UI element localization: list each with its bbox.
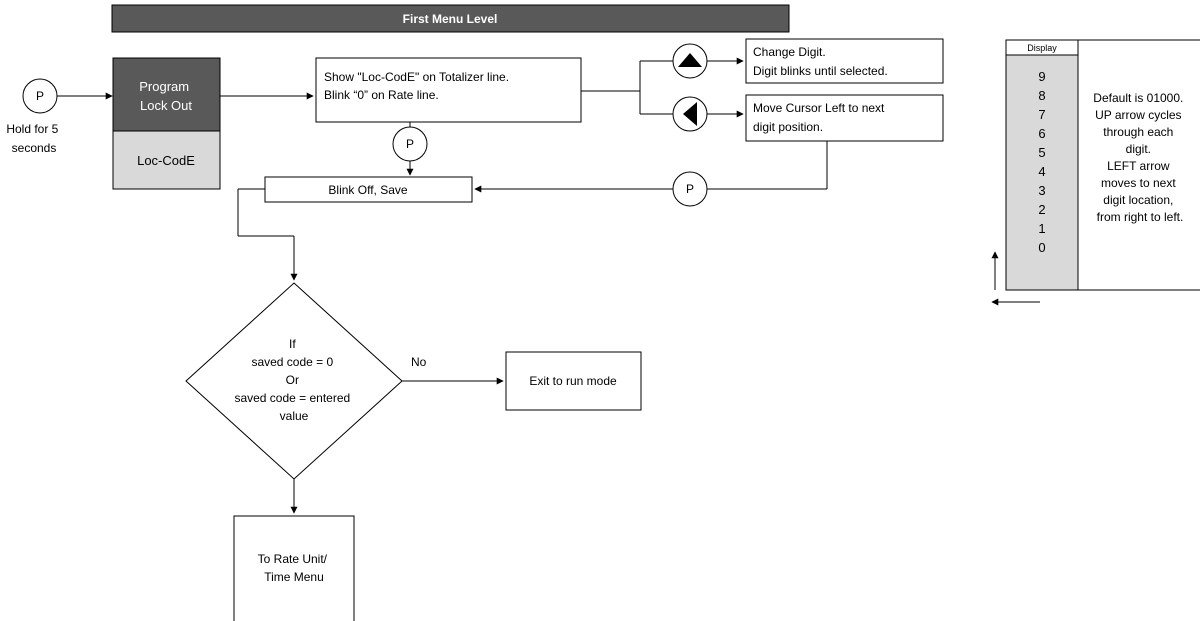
decision-text: If saved code = 0 Or saved code = entere…: [234, 337, 353, 423]
mid-p-label: P: [406, 137, 414, 151]
note-line-4: digit.: [1126, 142, 1151, 156]
menu-box-bottom: [112, 130, 221, 190]
note-line-6: moves to next: [1101, 176, 1176, 190]
note-line-3: through each: [1103, 125, 1173, 139]
decision-line-5: value: [280, 409, 309, 423]
display-header: Display: [1027, 43, 1057, 53]
display-digit: 3: [1038, 183, 1045, 198]
exit-box: [505, 351, 642, 411]
header-title: First Menu Level: [403, 12, 498, 26]
menu-title-line-1: Program: [139, 79, 189, 94]
note-line-8: from right to left.: [1097, 210, 1184, 224]
left-triangle-icon: [683, 102, 697, 126]
note-line-7: digit location,: [1103, 193, 1173, 207]
right-p-label: P: [686, 182, 694, 196]
header-bar: [111, 4, 790, 33]
display-digit: 5: [1038, 145, 1045, 160]
save-box-label: Blink Off, Save: [328, 183, 407, 197]
display-digit: 1: [1038, 221, 1045, 236]
menu-box-code: Loc-CodE: [137, 153, 195, 168]
show-line-2: Blink “0” on Rate line.: [324, 88, 439, 102]
rate-line-2: Time Menu: [264, 570, 324, 584]
display-digit: 8: [1038, 88, 1045, 103]
menu-box-top: [112, 57, 221, 132]
note-line-2: UP arrow cycles: [1095, 108, 1181, 122]
start-p-label: P: [36, 89, 44, 103]
hold-line-1: Hold for 5: [6, 122, 58, 136]
display-digit: 7: [1038, 107, 1045, 122]
change-line-2: Digit blinks until selected.: [753, 64, 888, 78]
show-line-1: Show "Loc-CodE" on Totalizer line.: [324, 70, 509, 84]
rate-line-1: To Rate Unit/: [258, 552, 328, 566]
display-note: Default is 01000. UP arrow cycles throug…: [1093, 91, 1186, 224]
decision-line-4: saved code = entered: [234, 391, 350, 405]
change-digit-box: [745, 38, 944, 84]
show-box-text: Show "Loc-CodE" on Totalizer line. Blink…: [324, 70, 512, 102]
hold-text: Hold for 5 seconds: [6, 122, 61, 155]
change-line-1: Change Digit.: [753, 45, 826, 59]
decision-line-3: Or: [286, 373, 299, 387]
display-digit: 4: [1038, 164, 1045, 179]
move-cursor-text: Move Cursor Left to next digit position.: [753, 101, 888, 134]
note-line-1: Default is 01000.: [1093, 91, 1183, 105]
display-header-box: [1005, 39, 1079, 56]
display-digit: 0: [1038, 240, 1045, 255]
show-box: [315, 57, 582, 123]
menu-title-line-2: Lock Out: [140, 98, 192, 113]
exit-box-label: Exit to run mode: [529, 374, 617, 388]
rate-box: [233, 515, 355, 621]
move-line-1: Move Cursor Left to next: [753, 101, 885, 115]
move-cursor-box: [745, 94, 944, 142]
display-digit: 2: [1038, 202, 1045, 217]
decision-line-1: If: [289, 337, 296, 351]
move-line-2: digit position.: [753, 120, 823, 134]
display-digits: 9 8 7 6 5 4 3 2 1 0: [1038, 69, 1045, 255]
display-digit: 6: [1038, 126, 1045, 141]
change-digit-text: Change Digit. Digit blinks until selecte…: [753, 45, 888, 78]
rate-box-text: To Rate Unit/ Time Menu: [258, 552, 331, 584]
decision-line-2: saved code = 0: [251, 355, 333, 369]
display-digit: 9: [1038, 69, 1045, 84]
no-label: No: [411, 355, 427, 369]
display-column: [1005, 39, 1079, 291]
up-triangle-icon: [678, 53, 702, 67]
hold-line-2: seconds: [12, 141, 57, 155]
menu-box-title: Program Lock Out: [139, 79, 192, 113]
note-line-5: LEFT arrow: [1107, 159, 1170, 173]
